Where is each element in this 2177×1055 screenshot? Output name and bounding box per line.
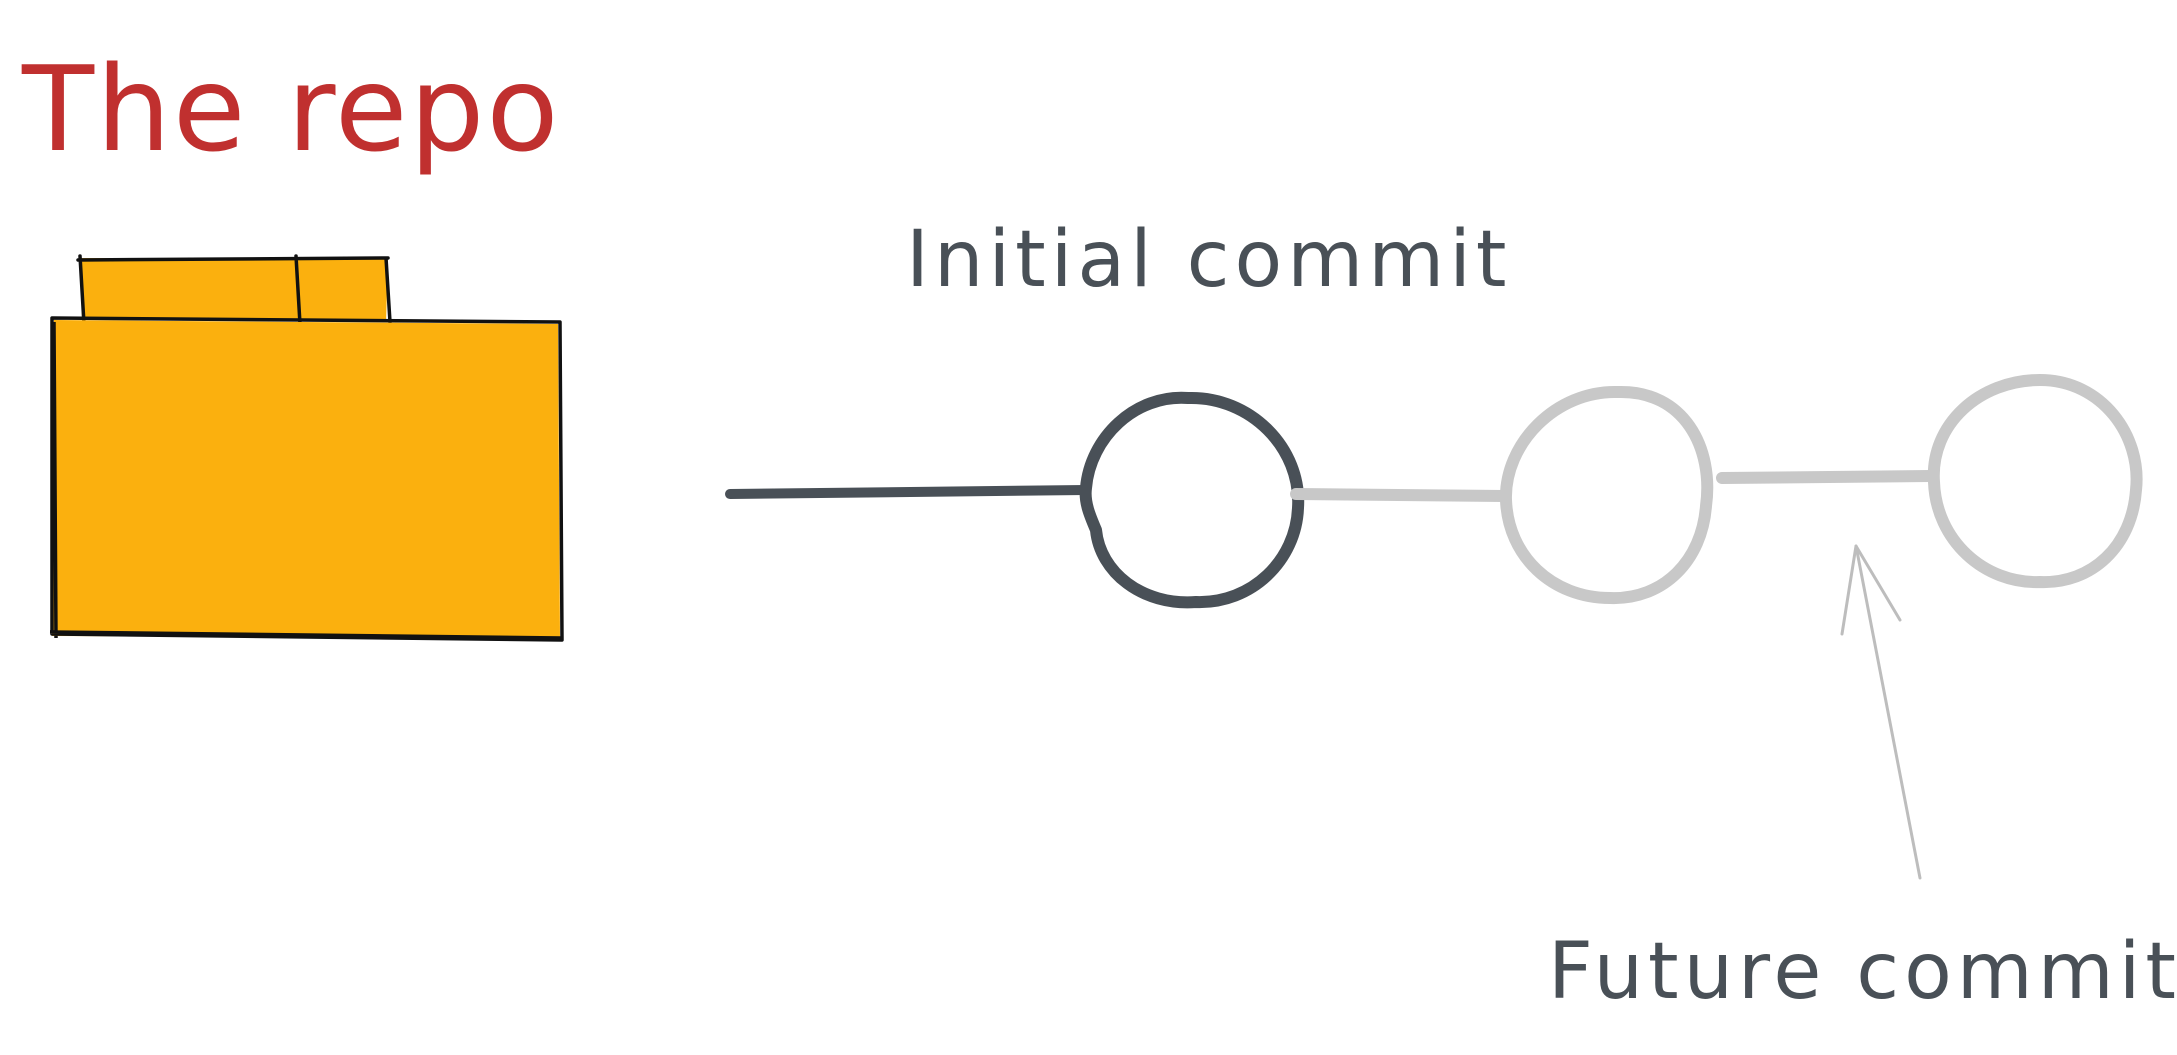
future-commits-arrow xyxy=(1840,544,1922,880)
future-commits-label: Future commits xyxy=(1548,927,2177,1017)
arrow-shaft xyxy=(1854,544,1922,880)
future-commit-circle-2 xyxy=(1927,374,2143,589)
folder-tab-outline xyxy=(76,254,392,326)
initial-commit-label: Initial commit xyxy=(906,215,1511,305)
future-commit-circle-1 xyxy=(1499,385,1714,605)
future-connector-1 xyxy=(1290,488,1510,502)
initial-commit-circle xyxy=(1079,391,1305,609)
diagram-title: The repo xyxy=(21,40,561,178)
folder-body xyxy=(52,320,560,638)
initial-commit-node xyxy=(1079,391,1305,609)
folder-tab xyxy=(80,258,388,322)
folder-body-outline xyxy=(49,316,564,642)
history-line xyxy=(725,485,1091,499)
repo-folder-icon xyxy=(49,254,564,642)
future-connector-2 xyxy=(1716,470,1936,484)
arrow-head xyxy=(1840,544,1902,636)
